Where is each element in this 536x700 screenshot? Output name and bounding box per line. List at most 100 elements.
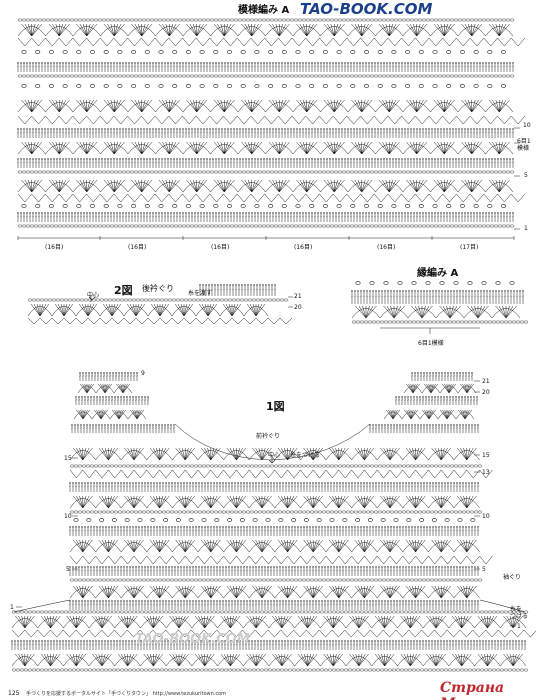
chain-stitch-row	[351, 320, 529, 324]
picot-cluster	[188, 518, 194, 522]
picot-cluster	[444, 518, 450, 522]
picot-cluster	[185, 204, 191, 208]
picot-cluster	[467, 281, 473, 285]
shell-stitch-row	[77, 383, 133, 394]
figure1-row-left-9: 9	[141, 370, 145, 377]
picot-cluster	[309, 50, 315, 54]
picot-cluster	[473, 204, 479, 208]
picot-cluster	[158, 204, 164, 208]
figure1-row-ticks-left	[16, 457, 78, 608]
zigzag-chain-row	[69, 469, 493, 479]
picot-cluster	[175, 518, 181, 522]
figure1-center-label: 中心	[268, 452, 281, 459]
picot-cluster	[103, 50, 109, 54]
pattern-a-repeat-6: (17目)	[460, 244, 479, 251]
picot-cluster	[363, 204, 369, 208]
pattern-a-row-ticks	[514, 127, 520, 230]
picot-cluster	[213, 204, 219, 208]
shell-stitch-row	[27, 303, 269, 317]
picot-cluster	[158, 84, 164, 88]
picot-cluster	[199, 204, 205, 208]
picot-cluster	[35, 50, 41, 54]
chain-stitch-row	[27, 298, 289, 302]
picot-cluster	[76, 84, 82, 88]
picot-cluster	[254, 204, 260, 208]
figure1-row-left-15: 15	[64, 455, 72, 462]
picot-cluster	[495, 281, 501, 285]
figure1-row-left-10: 10	[64, 513, 72, 520]
zigzag-chain-row	[11, 629, 536, 638]
picot-cluster	[369, 281, 375, 285]
picot-cluster	[21, 204, 27, 208]
pattern-a-row-1: 1	[524, 225, 528, 232]
picot-cluster	[316, 518, 322, 522]
picot-cluster	[453, 281, 459, 285]
picot-cluster	[158, 50, 164, 54]
pattern-a-row-10: 10	[523, 122, 531, 129]
chain-stitch-row	[17, 224, 515, 228]
picot-cluster	[418, 50, 424, 54]
picot-cluster	[487, 84, 493, 88]
double-crochet-row	[17, 212, 514, 222]
picot-cluster	[240, 50, 246, 54]
center-watermark-logo: TAO-BOOK.COM	[135, 632, 250, 647]
picot-cluster	[117, 204, 123, 208]
figure1-row-ticks-right	[474, 380, 516, 627]
double-crochet-row	[69, 600, 479, 610]
picot-cluster	[76, 50, 82, 54]
pattern-a-repeat-5: (16目)	[377, 244, 396, 251]
picot-cluster	[144, 50, 150, 54]
shell-stitch-row	[17, 23, 514, 37]
picot-cluster	[240, 204, 246, 208]
picot-cluster	[213, 50, 219, 54]
picot-cluster	[144, 204, 150, 208]
figure1-yarn-label: 糸をつける	[290, 452, 321, 459]
picot-cluster	[405, 84, 411, 88]
page-number: 125	[8, 690, 20, 697]
figure2-row-21: 21	[294, 293, 302, 300]
figure1-row-right-13: 13	[482, 469, 490, 476]
chain-stitch-row	[17, 18, 515, 22]
zigzag-chain-row	[69, 555, 493, 565]
shell-stitch-row	[383, 409, 475, 420]
double-crochet-row	[79, 372, 138, 381]
picot-cluster	[268, 50, 274, 54]
shell-stitch-row	[17, 179, 514, 193]
picot-cluster	[227, 50, 233, 54]
picot-cluster	[487, 50, 493, 54]
figure1-row-left-5: 5	[66, 566, 70, 573]
picot-cluster	[227, 204, 233, 208]
picot-cluster	[391, 50, 397, 54]
figure1-row-right-20: 20	[482, 389, 490, 396]
zigzag-chain-row	[17, 115, 526, 125]
edging-a-title: 縁編み A	[417, 268, 459, 279]
shell-stitch-row	[69, 495, 480, 509]
picot-cluster	[473, 50, 479, 54]
figure2-yarn-label: 糸を渡す	[188, 290, 213, 297]
figure2-row-ticks	[288, 296, 293, 308]
figure1-row-right-10: 10	[482, 513, 490, 520]
picot-cluster	[405, 50, 411, 54]
figure1-front-neck: 前衿ぐり	[256, 433, 281, 440]
shell-stitch-row	[17, 141, 514, 155]
picot-cluster	[329, 518, 335, 522]
picot-cluster	[239, 518, 245, 522]
picot-cluster	[240, 84, 246, 88]
picot-cluster	[227, 84, 233, 88]
double-crochet-row	[69, 566, 479, 576]
picot-cluster	[268, 204, 274, 208]
footer-text: 手づくりを応援するポータルサイト「手づくりタウン」 http://www.tez…	[26, 691, 227, 697]
picot-cluster	[432, 204, 438, 208]
picot-cluster	[303, 518, 309, 522]
picot-cluster	[406, 518, 412, 522]
picot-cluster	[131, 204, 137, 208]
figure2-center-label: 中心	[87, 292, 100, 299]
shell-stitch-row	[17, 99, 514, 113]
picot-cluster	[309, 204, 315, 208]
picot-cluster	[281, 204, 287, 208]
picot-cluster	[199, 50, 205, 54]
picot-cluster	[35, 204, 41, 208]
figure2-subtitle: 後衿ぐり	[142, 284, 174, 293]
